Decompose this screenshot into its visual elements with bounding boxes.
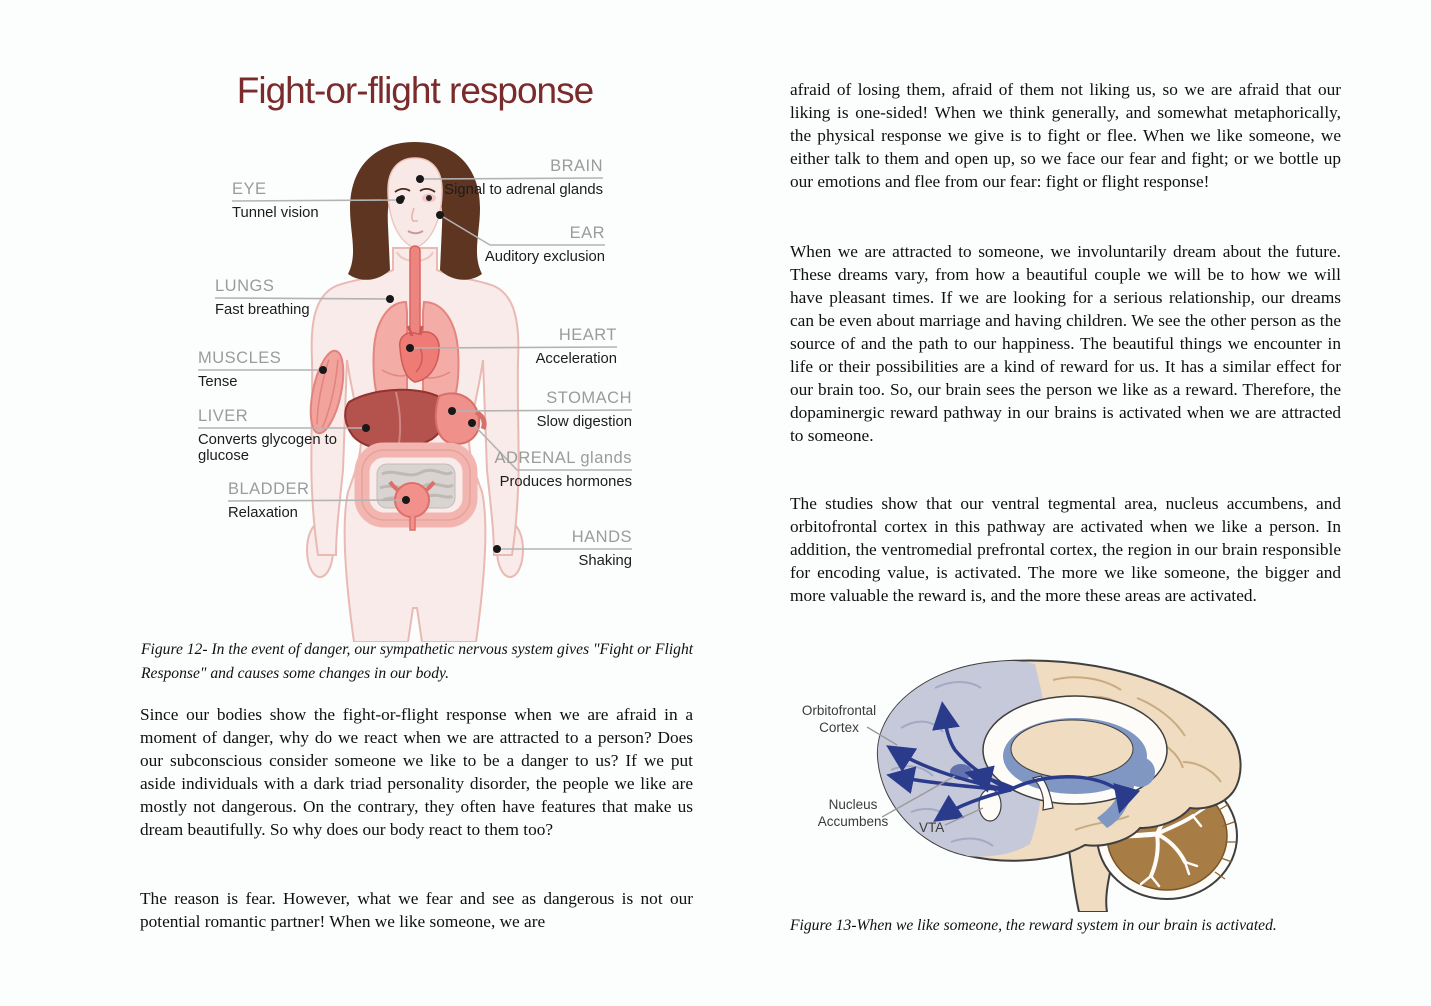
figure12-caption: Figure 12- In the event of danger, our s… — [141, 641, 694, 682]
right-paragraph-2: When we are attracted to someone, we inv… — [790, 242, 1341, 445]
label-nucleus-accumbens: Nucleus Accumbens — [817, 797, 889, 829]
label-heart-desc: Acceleration — [535, 351, 617, 367]
brain-leader-lines — [866, 726, 984, 826]
label-bladder: BLADDER — [228, 480, 310, 498]
label-adrenal-desc: Produces hormones — [499, 474, 632, 490]
right-paragraph-1: afraid of losing them, afraid of them no… — [790, 80, 1341, 191]
label-lungs-desc: Fast breathing — [215, 302, 310, 318]
label-eye: EYE — [232, 180, 267, 198]
left-paragraph-1: Since our bodies show the fight-or-fligh… — [140, 705, 693, 839]
leader-dots — [319, 175, 501, 553]
label-muscles: MUSCLES — [198, 349, 282, 367]
figure12-title: Fight-or-flight response — [236, 70, 594, 111]
stomach — [434, 392, 487, 445]
label-hands-desc: Shaking — [578, 553, 632, 569]
label-stomach-desc: Slow digestion — [536, 414, 632, 430]
label-ear: EAR — [569, 224, 605, 242]
reward-pathway-arrows — [886, 701, 1141, 822]
label-adrenal: ADRENAL glands — [494, 449, 632, 467]
label-orbitofrontal-cortex: Orbitofrontal Cortex — [801, 703, 877, 735]
label-heart: HEART — [558, 326, 617, 344]
figure13-brain-diagram — [866, 659, 1242, 912]
label-eye-desc: Tunnel vision — [232, 205, 319, 221]
label-hands: HANDS — [571, 528, 632, 546]
label-ear-desc: Auditory exclusion — [484, 249, 605, 265]
label-bladder-desc: Relaxation — [228, 505, 298, 521]
label-brain: BRAIN — [550, 157, 603, 175]
figure12-body-diagram — [198, 142, 633, 642]
leader-lines — [198, 177, 633, 550]
label-brain-desc: Signal to adrenal glands — [444, 182, 603, 198]
woman-face — [387, 157, 443, 249]
label-liver: LIVER — [198, 407, 249, 425]
left-paragraph-2: The reason is fear. However, what we fea… — [140, 889, 693, 931]
label-muscles-desc: Tense — [198, 374, 238, 390]
arm-muscle — [309, 349, 345, 435]
right-paragraph-3: The studies show that our ventral tegmen… — [790, 494, 1341, 605]
figure13-caption: Figure 13-When we like someone, the rewa… — [790, 917, 1277, 934]
label-vta: VTA — [919, 820, 945, 835]
woman-hair — [348, 142, 482, 280]
label-lungs: LUNGS — [215, 277, 275, 295]
label-stomach: STOMACH — [546, 389, 632, 407]
label-liver-desc: Converts glycogen to glucose — [198, 432, 338, 464]
